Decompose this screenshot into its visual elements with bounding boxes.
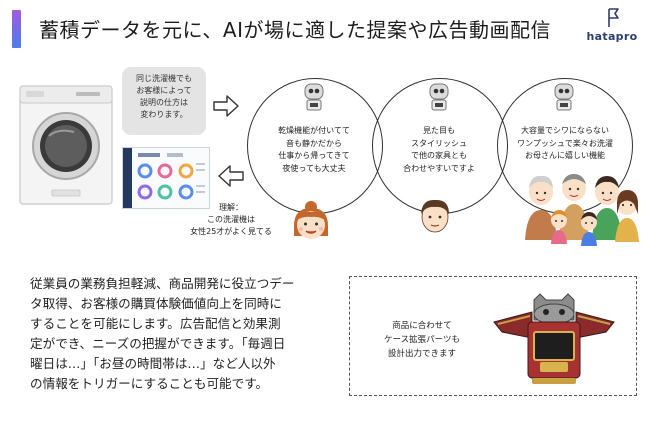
paragraph-line: タ取得、お客様の購買体験価値向上を同時に <box>30 296 282 311</box>
paragraph-line: 曜日は…」「お昼の時間帯は…」など人以外 <box>30 356 276 371</box>
woman-character-illustration <box>294 201 328 239</box>
bubble-text-3: 大容量でシワにならない ワンプッシュで楽々お洗濯 お母さんに嬉しい機能 <box>500 125 630 163</box>
washing-machine-illustration <box>19 85 113 205</box>
bubble-line: 夜使っても大丈夫 <box>282 163 346 173</box>
robot-icon <box>304 83 324 111</box>
arrow-right-icon <box>213 95 239 117</box>
robot-with-case-photo <box>493 293 615 384</box>
case-parts-caption: 商品に合わせて ケース拡張パーツも 設計出力できます <box>361 319 483 361</box>
bubble-line: で他の家具とも <box>411 151 467 160</box>
case-parts-box <box>349 276 637 396</box>
paragraph-line: の情報をトリガーにすることも可能です。 <box>30 376 269 391</box>
man-character-illustration <box>421 199 449 233</box>
note-line: 同じ洗濯機でも <box>136 74 192 83</box>
bubble-line: 合わせやすいですよ <box>403 163 475 173</box>
case-line: 設計出力できます <box>387 349 456 359</box>
bubble-line: 音も静かだから <box>286 138 342 148</box>
paragraph-line: 定ができ、ニーズの把握ができます。「毎週日 <box>30 336 286 351</box>
bubble-line: お母さんに嬉しい機能 <box>525 151 605 160</box>
bubble-line: 見た目も <box>423 126 455 135</box>
explanation-note: 同じ洗濯機でも お客様によって 説明の仕方は 変わります。 <box>122 67 206 135</box>
logo-text: hatapro <box>586 30 638 43</box>
title-accent-bar <box>12 10 21 48</box>
family-illustration <box>525 174 639 246</box>
bubble-line: 大容量でシワにならない <box>521 126 609 135</box>
bubble-line: 乾燥機能が付いてて <box>278 126 350 135</box>
case-line: 商品に合わせて <box>392 321 452 331</box>
paragraph-line: 従業員の業務負担軽減、商品開発に役立つデー <box>30 276 295 291</box>
hatapro-logo: hatapro <box>582 6 642 44</box>
paragraph-line: することを可能にします。広告配信と効果測 <box>30 316 281 331</box>
analytics-dashboard-thumbnail <box>122 147 210 209</box>
understanding-line: 女性25才がよく見てる <box>190 227 272 236</box>
understanding-line: 理解： <box>219 203 243 212</box>
bubble-line: ワンプッシュで楽々お洗濯 <box>517 138 613 148</box>
case-line: ケース拡張パーツも <box>384 335 460 345</box>
description-paragraph: 従業員の業務負担軽減、商品開発に役立つデー タ取得、お客様の購買体験価値向上を同… <box>30 274 342 394</box>
note-line: お客様によって <box>136 86 192 95</box>
understanding-line: この洗濯機は <box>207 215 255 224</box>
flag-icon <box>608 8 619 27</box>
note-line: 説明の仕方は <box>140 98 188 107</box>
understanding-caption: 理解： この洗濯機は 女性25才がよく見てる <box>188 202 274 238</box>
robot-icon <box>554 83 574 111</box>
bubble-line: 仕事から帰ってきて <box>278 151 350 160</box>
arrow-left-icon <box>218 165 244 187</box>
bubble-line: スタイリッシュ <box>411 138 467 148</box>
bubble-text-1: 乾燥機能が付いてて 音も静かだから 仕事から帰ってきて 夜使っても大丈夫 <box>254 125 374 175</box>
page-title: 蓄積データを元に、AIが場に適した提案や広告動画配信 <box>39 18 551 42</box>
bubble-text-2: 見た目も スタイリッシュ で他の家具とも 合わせやすいですよ <box>379 125 499 175</box>
note-line: 変わります。 <box>140 110 188 119</box>
robot-icon <box>429 83 449 111</box>
